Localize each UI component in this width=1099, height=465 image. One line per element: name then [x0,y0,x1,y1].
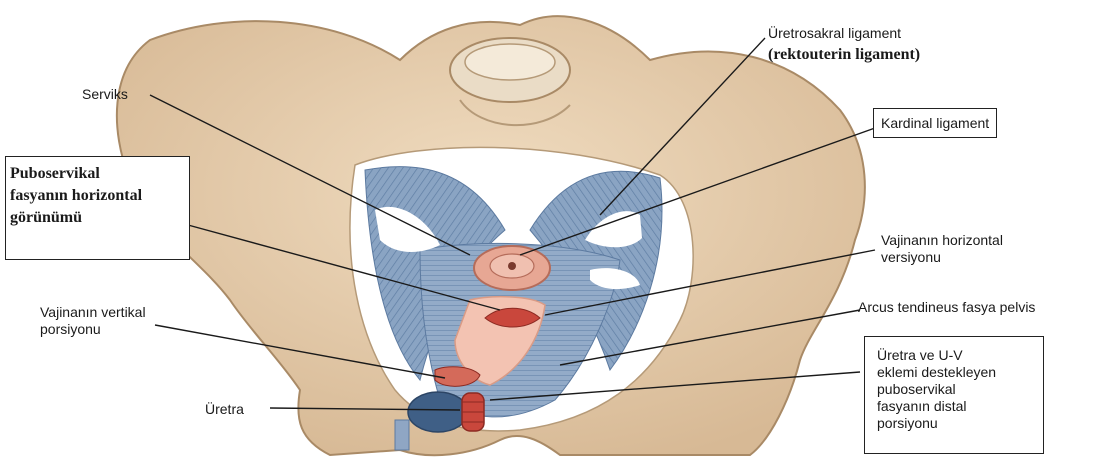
label-puboservikal-horizontal: Puboservikal fasyanın horizontal görünüm… [5,156,190,260]
label-rektouterin: (rektouterin ligament) [768,44,920,66]
label-uretrosakral: Üretrosakral ligament [768,25,901,42]
pubic-symphysis [395,420,409,450]
label-vajina-horizontal: Vajinanın horizontal versiyonu [881,232,1003,266]
label-vajina-vertikal: Vajinanın vertikal porsiyonu [40,304,146,338]
label-arcus: Arcus tendineus fasya pelvis [858,299,1035,316]
label-kardinal: Kardinal ligament [873,108,997,138]
label-serviks: Serviks [82,86,128,103]
urethra-opening [408,392,468,432]
label-uretra-destek: Üretra ve U-V eklemi destekleyen puboser… [864,336,1044,454]
label-uretra: Üretra [205,401,244,418]
